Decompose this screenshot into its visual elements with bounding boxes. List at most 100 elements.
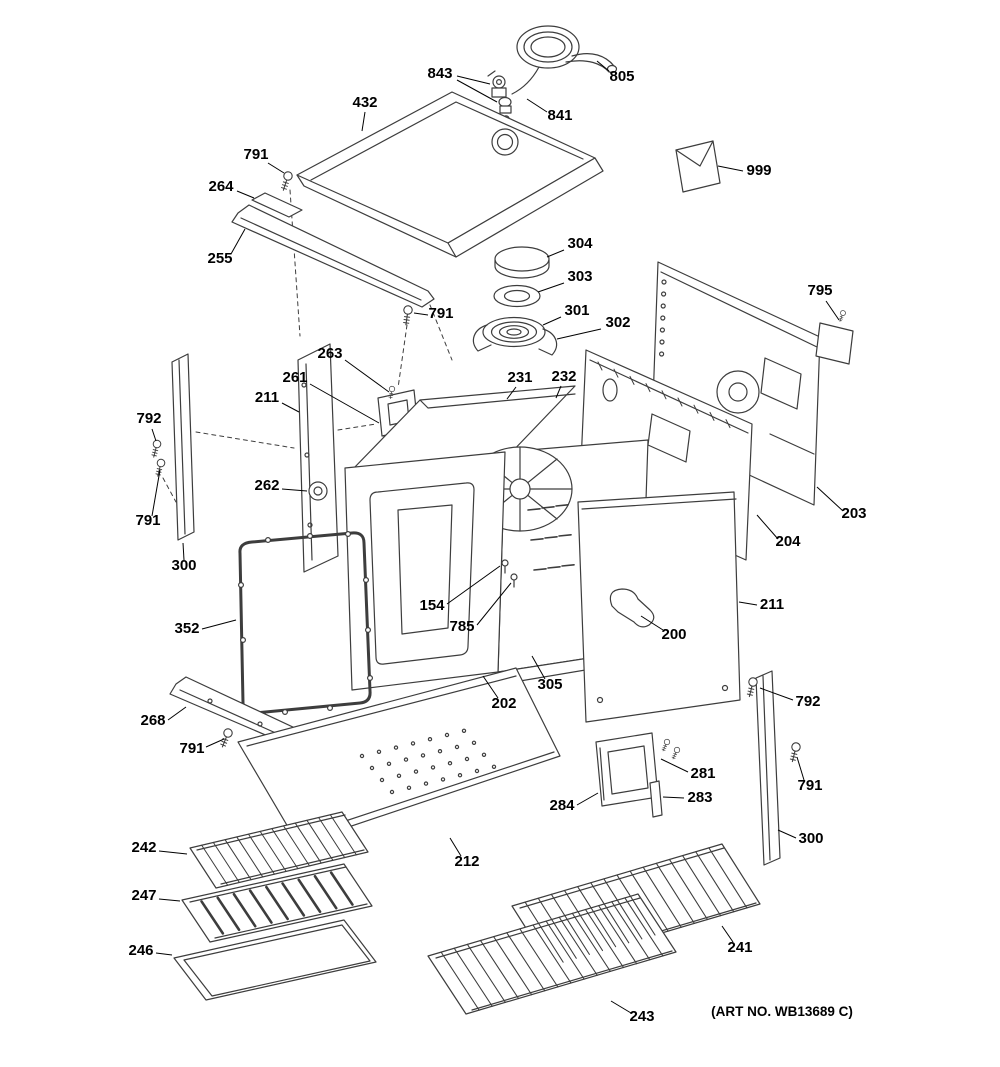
- panel-hole: [659, 327, 666, 333]
- vent-slot: [533, 567, 547, 571]
- screw-icon: [660, 738, 671, 753]
- grid-slot: [329, 871, 354, 906]
- perforation-dot: [396, 773, 402, 779]
- vent-slot: [530, 537, 544, 541]
- leader-line-211: [738, 601, 758, 606]
- leader-line-791: [205, 738, 225, 748]
- hose-coil: [516, 25, 618, 74]
- leader-line-999: [717, 165, 744, 172]
- part-label-792-34: 792: [795, 693, 820, 710]
- leader-line-200: [640, 615, 664, 631]
- leader-line-843: [456, 79, 498, 103]
- cover-plate: [815, 322, 854, 365]
- door-gasket: [238, 531, 372, 715]
- part-label-301-11: 301: [564, 302, 589, 319]
- part-label-304-9: 304: [567, 235, 593, 252]
- leader-line-432: [361, 111, 366, 132]
- rack-wire: [655, 862, 695, 924]
- rack-wire: [624, 897, 664, 957]
- leader-line-843: [456, 75, 491, 85]
- broil-pan: [173, 919, 377, 1001]
- leader-line-300: [182, 542, 185, 561]
- vent-tick: [677, 397, 683, 407]
- part-label-305-32: 305: [537, 676, 562, 693]
- rack-wire: [306, 819, 334, 861]
- gasket-clip: [327, 704, 334, 711]
- trim-strips: [231, 192, 435, 308]
- leader-line-261: [309, 383, 380, 424]
- part-label-204-24: 204: [775, 533, 801, 550]
- side-panel-left: [297, 343, 339, 573]
- rack-wire: [519, 928, 559, 988]
- leader-line-352: [201, 619, 237, 630]
- rack-wire: [318, 817, 346, 859]
- rack-wire: [524, 901, 564, 963]
- rack-wire: [545, 920, 585, 980]
- perforation-dot: [406, 785, 412, 791]
- side-channel-left: [171, 353, 195, 541]
- leader-line-301: [542, 316, 562, 326]
- leader-line-231: [506, 386, 517, 400]
- rack-wire: [598, 905, 638, 965]
- rack-wire: [493, 936, 533, 996]
- rack-wire: [212, 841, 240, 883]
- vent-slot: [561, 563, 575, 567]
- screw-791-icon: [401, 304, 414, 327]
- panel-hole: [658, 351, 665, 357]
- perforation-dot: [481, 752, 487, 758]
- panel-hole: [660, 291, 667, 297]
- perforation-dot: [403, 757, 409, 762]
- leader-line-202: [482, 675, 499, 699]
- part-label-232-18: 232: [551, 368, 576, 385]
- grid-slot: [216, 896, 241, 932]
- leader-line-791: [796, 756, 805, 781]
- rack-wire: [563, 889, 604, 952]
- rack-wire: [682, 855, 722, 917]
- leader-line-264: [236, 190, 255, 199]
- part-label-255-6: 255: [207, 250, 232, 267]
- side-panel-right: [577, 491, 741, 723]
- part-label-243-45: 243: [629, 1008, 654, 1025]
- rack-wire: [453, 947, 493, 1007]
- leader-line-268: [167, 706, 187, 721]
- leader-line-232: [555, 385, 562, 399]
- perforation-dot: [423, 781, 429, 786]
- screw-791-icon: [278, 170, 294, 193]
- rack-wire: [577, 886, 617, 948]
- rack-wire: [201, 844, 229, 886]
- part-label-211-29: 211: [760, 596, 784, 613]
- rack-wire: [440, 951, 480, 1011]
- hinge-strip: [649, 780, 663, 818]
- vent-tick: [645, 383, 651, 393]
- part-label-432-3: 432: [352, 94, 377, 111]
- part-label-268-30: 268: [140, 712, 165, 729]
- part-label-791-7: 791: [428, 305, 453, 322]
- part-label-791-20: 791: [135, 512, 160, 529]
- leader-line-154: [446, 565, 501, 605]
- leader-line-283: [662, 796, 685, 799]
- part-label-791-35: 791: [797, 777, 822, 794]
- part-label-200-28: 200: [661, 626, 686, 643]
- perforation-dot: [454, 744, 460, 750]
- grid-slot: [232, 892, 257, 928]
- rack-wire: [668, 858, 709, 921]
- warranty-card: [675, 140, 721, 193]
- perforation-dot: [491, 764, 497, 770]
- leader-line-841: [526, 98, 548, 113]
- screw-791-icon: [787, 741, 802, 764]
- perforation-dot: [444, 732, 450, 738]
- gasket-clip: [367, 674, 374, 681]
- rack-wire: [571, 912, 611, 972]
- part-label-246-43: 246: [128, 942, 153, 959]
- rack-wire: [695, 851, 735, 913]
- gasket-clip: [345, 530, 352, 537]
- perforation-dot: [379, 777, 385, 783]
- leader-line-263: [344, 359, 390, 393]
- part-label-284-36: 284: [549, 797, 575, 814]
- leader-line-247: [158, 898, 181, 902]
- perforation-dot: [359, 753, 365, 759]
- grid-slot: [265, 885, 289, 921]
- perforation-dot: [389, 789, 395, 795]
- part-label-242-40: 242: [131, 839, 156, 856]
- part-label-795-13: 795: [807, 282, 832, 299]
